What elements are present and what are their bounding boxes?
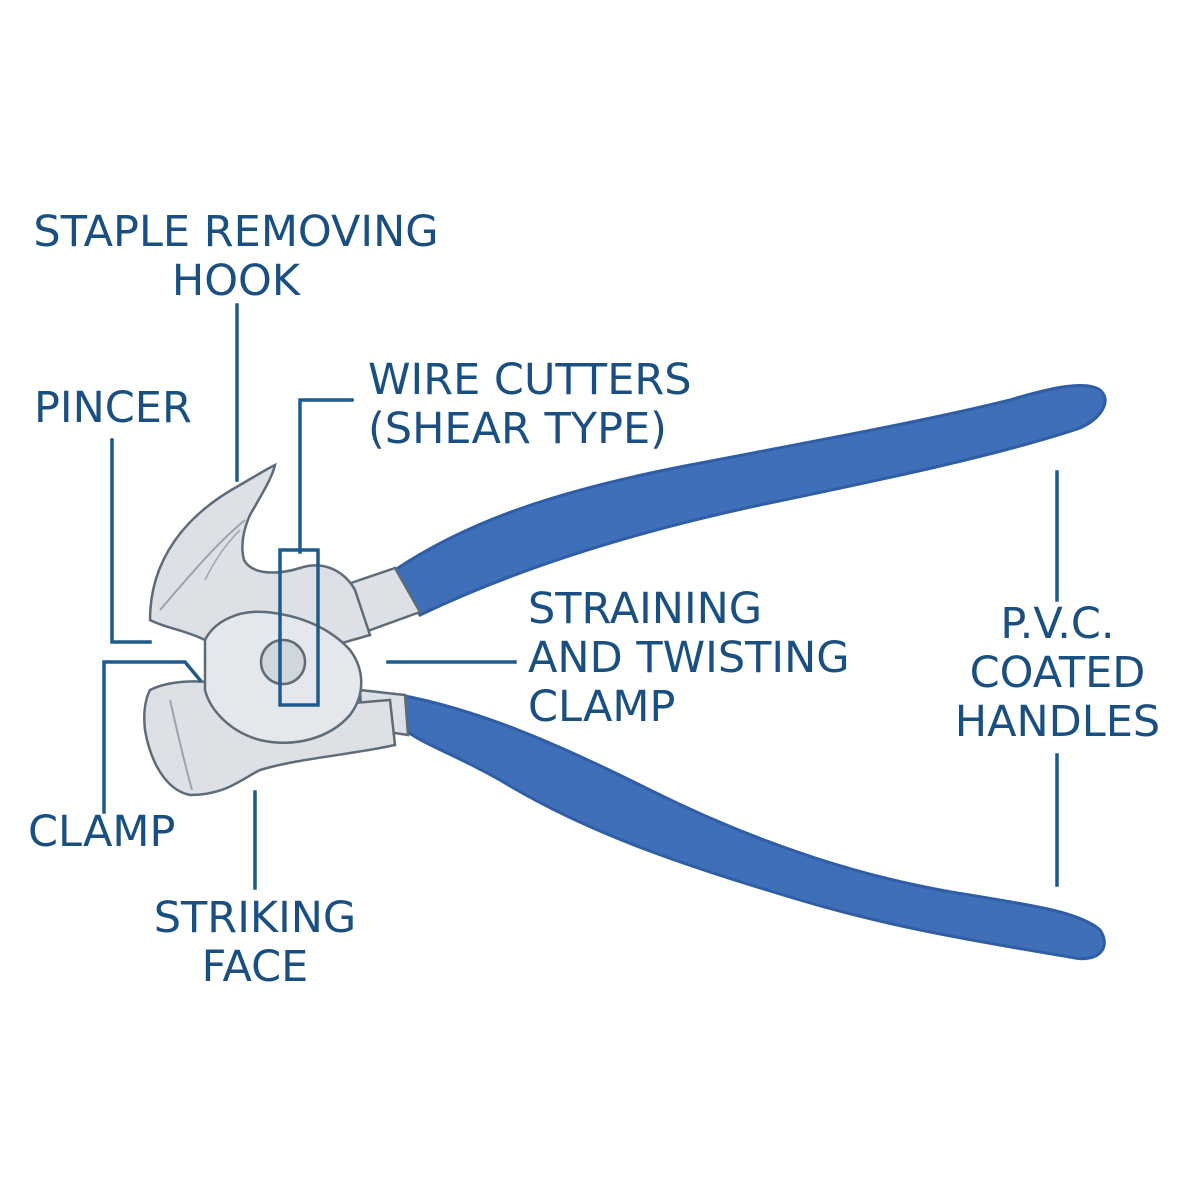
upper-handle (393, 383, 1107, 617)
leader-pincer (110, 438, 152, 644)
label-staple-line1: STAPLE REMOVING (33, 207, 439, 257)
label-striking-line1: STRIKING (153, 893, 357, 943)
label-clamp-line1: CLAMP (28, 807, 176, 857)
label-straining-line3: CLAMP (528, 682, 676, 732)
label-wire-cutters-line2: (SHEAR TYPE) (368, 404, 667, 454)
label-pvc-line1: P.V.C. (1000, 599, 1115, 649)
wire-cutters-bracket (278, 548, 320, 707)
upper-head-hook (148, 462, 372, 662)
leader-wire-cutters (298, 398, 354, 554)
label-clamp: CLAMP (28, 808, 175, 857)
label-straining-line1: STRAINING (528, 584, 763, 634)
label-staple-removing-hook: STAPLE REMOVING HOOK (16, 208, 456, 306)
lower-handle (398, 693, 1106, 961)
pivot-rivet (259, 638, 307, 686)
label-straining-line2: AND TWISTING (528, 633, 850, 683)
label-striking-line2: FACE (201, 942, 309, 992)
label-pvc-coated-handles: P.V.C. COATED HANDLES (940, 600, 1175, 747)
label-staple-line2: HOOK (171, 256, 301, 306)
label-straining-clamp: STRAINING AND TWISTING CLAMP (528, 585, 850, 732)
label-pincer: PINCER (34, 384, 192, 433)
label-wire-cutters: WIRE CUTTERS (SHEAR TYPE) (368, 356, 692, 454)
leader-clamp (102, 660, 203, 814)
label-striking-face: STRIKING FACE (140, 894, 370, 992)
label-wire-cutters-line1: WIRE CUTTERS (368, 355, 692, 405)
label-pincer-line1: PINCER (34, 383, 192, 433)
label-pvc-line3: HANDLES (954, 697, 1161, 747)
label-pvc-line2: COATED (969, 648, 1146, 698)
